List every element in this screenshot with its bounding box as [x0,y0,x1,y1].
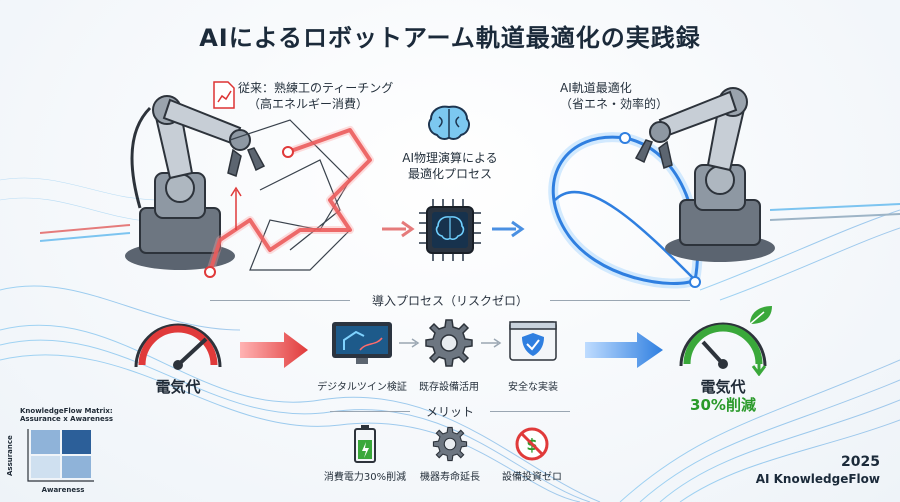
right-meter-label: 電気代 [700,378,746,396]
merits-heading: メリット [425,405,474,419]
battery-icon [354,425,376,463]
no-money-icon: $ [515,427,549,461]
process-divider-left [210,300,350,301]
step-arrow-2 [481,338,502,348]
merits-divider-right [490,411,570,412]
step-label-1: デジタルツイン検証 [317,382,407,393]
merit-gear-icon [432,426,468,462]
merit-label-1: 消費電力30%削減 [323,472,407,483]
ai-chip-icon [419,199,481,261]
process-heading: 導入プロセス（リスクゼロ） [371,294,528,308]
right-robot-arm-icon [634,87,775,262]
left-electricity-meter-icon [134,323,222,370]
page-title: AIによるロボットアーム軌道最適化の実践録 [199,24,701,52]
left-meter-label: 電気代 [155,378,201,396]
right-cable [770,203,900,221]
brain-icon [428,105,470,140]
arrow-red-large [240,332,308,368]
merits-divider-left [330,411,410,412]
digital-twin-monitor-icon [332,322,392,364]
footer-brand: AI KnowledgeFlow [755,472,880,486]
arrow-red-small [382,220,415,238]
step-label-3: 安全な実装 [508,382,558,393]
left-robot-label: 従来：熟練工のティーチング （高エネルギー消費） [238,81,394,112]
document-chart-icon [213,81,235,109]
matrix-y-label: Assurance [6,435,14,477]
matrix-title: KnowledgeFlow Matrix: Assurance x Awaren… [20,407,114,424]
merit-label-3: 設備投資ゼロ [502,472,562,483]
shield-check-icon [509,321,557,361]
arrow-blue-large [585,332,663,368]
step-arrow-1 [399,338,420,348]
merit-label-2: 機器寿命延長 [420,472,480,483]
arrow-blue-small [492,220,525,238]
left-cable [40,224,131,242]
process-divider-right [550,300,690,301]
center-label: AI物理演算による 最適化プロセス [402,151,498,182]
left-robot-arm-icon [125,95,266,270]
leaf-icon [749,306,772,325]
knowledgeflow-matrix [27,429,94,482]
gear-icon [425,319,473,367]
matrix-x-label: Awareness [41,486,85,494]
footer-year: 2025 [841,454,880,470]
right-electricity-meter-icon [679,322,767,376]
right-meter-value: 30%削減 [690,396,756,414]
optimized-trajectory [548,132,703,289]
right-robot-label: AI軌道最適化 （省エネ・効率的） [560,81,669,112]
conventional-trajectory [204,119,374,278]
step-label-2: 既存設備活用 [419,382,479,393]
